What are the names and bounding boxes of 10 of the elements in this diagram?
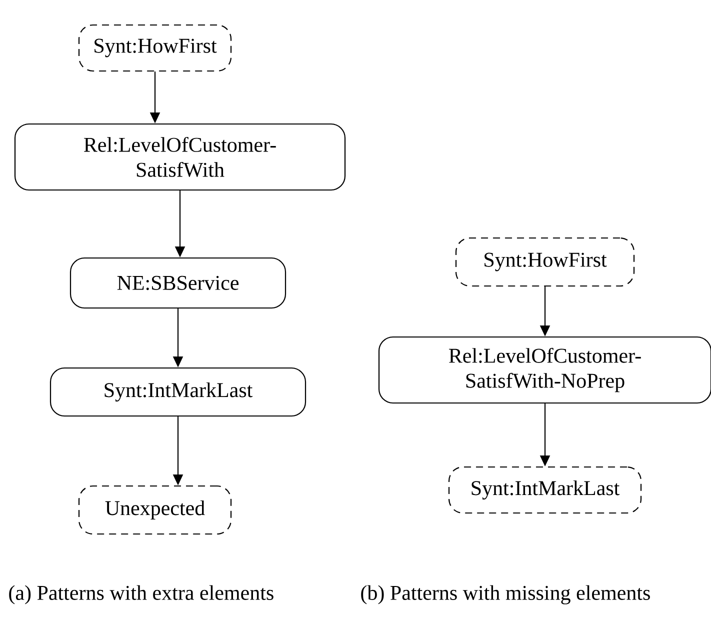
rounded-box: NE:SBService: [70, 257, 286, 309]
caption: (b) Patterns with missing elements: [361, 585, 650, 604]
rounded-box: Rel:LevelOfCustomer- SatisfWith: [14, 123, 346, 191]
rounded-box: Synt:IntMarkLast: [50, 367, 306, 417]
rounded-box: Rel:LevelOfCustomer- SatisfWith-NoPrep: [378, 336, 711, 404]
caption: (a) Patterns with extra elements: [9, 585, 274, 604]
dashed-box: Synt:HowFirst: [455, 237, 635, 287]
dashed-box: Unexpected: [78, 485, 232, 535]
dashed-box: Synt:HowFirst: [78, 24, 232, 72]
dashed-box: Synt:IntMarkLast: [448, 466, 642, 514]
